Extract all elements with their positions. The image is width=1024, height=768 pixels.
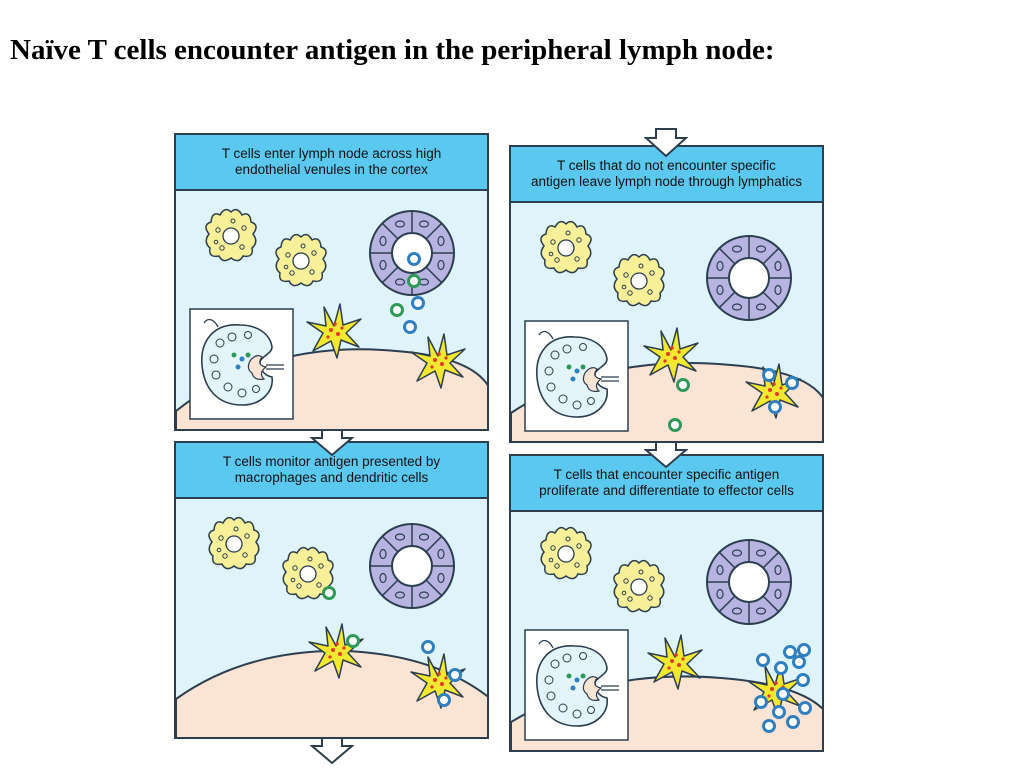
t-cell-icon <box>785 376 799 390</box>
panel-scene <box>511 526 822 750</box>
panel-caption: T cells enter lymph node across high end… <box>176 135 487 191</box>
panel-caption: T cells that do not encounter specific a… <box>511 147 822 203</box>
t-cell-icon <box>798 701 812 715</box>
t-cell-icon <box>437 693 451 707</box>
t-cell-icon <box>768 400 782 414</box>
t-cell-icon <box>407 274 421 288</box>
t-cell-icon <box>786 715 800 729</box>
macrophage-icon <box>208 516 260 570</box>
panel-scene <box>176 208 487 429</box>
flow-arrow-icon <box>644 441 688 469</box>
t-cell-icon <box>796 673 810 687</box>
high-endothelial-venule-icon <box>369 523 455 609</box>
t-cell-icon <box>776 687 790 701</box>
t-cell-icon <box>390 303 404 317</box>
flow-arrow-icon <box>644 128 688 158</box>
macrophage-icon <box>613 559 665 613</box>
t-cell-icon <box>676 378 690 392</box>
lymph-node-inset <box>524 320 629 432</box>
t-cell-icon <box>403 320 417 334</box>
panel-enter: T cells enter lymph node across high end… <box>174 133 489 431</box>
t-cell-icon <box>322 586 336 600</box>
t-cell-icon <box>797 643 811 657</box>
macrophage-icon <box>205 208 257 262</box>
t-cell-icon <box>783 645 797 659</box>
flow-arrow-icon <box>310 429 354 457</box>
t-cell-icon <box>421 640 435 654</box>
t-cell-icon <box>774 661 788 675</box>
panel-monitor: T cells monitor antigen presented by mac… <box>174 441 489 739</box>
t-cell-icon <box>407 252 421 266</box>
flow-arrow-icon <box>310 737 354 765</box>
high-endothelial-venule-icon <box>706 539 792 625</box>
macrophage-icon <box>540 526 592 580</box>
t-cell-icon <box>668 418 682 432</box>
t-cell-icon <box>756 653 770 667</box>
macrophage-icon <box>275 233 327 287</box>
t-cell-icon <box>346 634 360 648</box>
macrophage-icon <box>613 253 665 307</box>
t-cell-icon <box>792 655 806 669</box>
panel-proliferate: T cells that encounter specific antigen … <box>509 454 824 752</box>
high-endothelial-venule-icon <box>706 235 792 321</box>
lymph-node-inset <box>189 308 294 420</box>
t-cell-icon <box>772 705 786 719</box>
t-cell-icon <box>762 719 776 733</box>
panel-scene <box>176 516 487 737</box>
t-cell-icon <box>411 296 425 310</box>
panel-leave: T cells that do not encounter specific a… <box>509 145 824 443</box>
t-cell-icon <box>762 368 776 382</box>
macrophage-icon <box>540 220 592 274</box>
t-cell-icon <box>754 695 768 709</box>
t-cell-icon <box>448 668 462 682</box>
slide-title: Naïve T cells encounter antigen in the p… <box>10 34 775 66</box>
panel-scene <box>511 220 822 441</box>
lymph-node-inset <box>524 629 629 741</box>
